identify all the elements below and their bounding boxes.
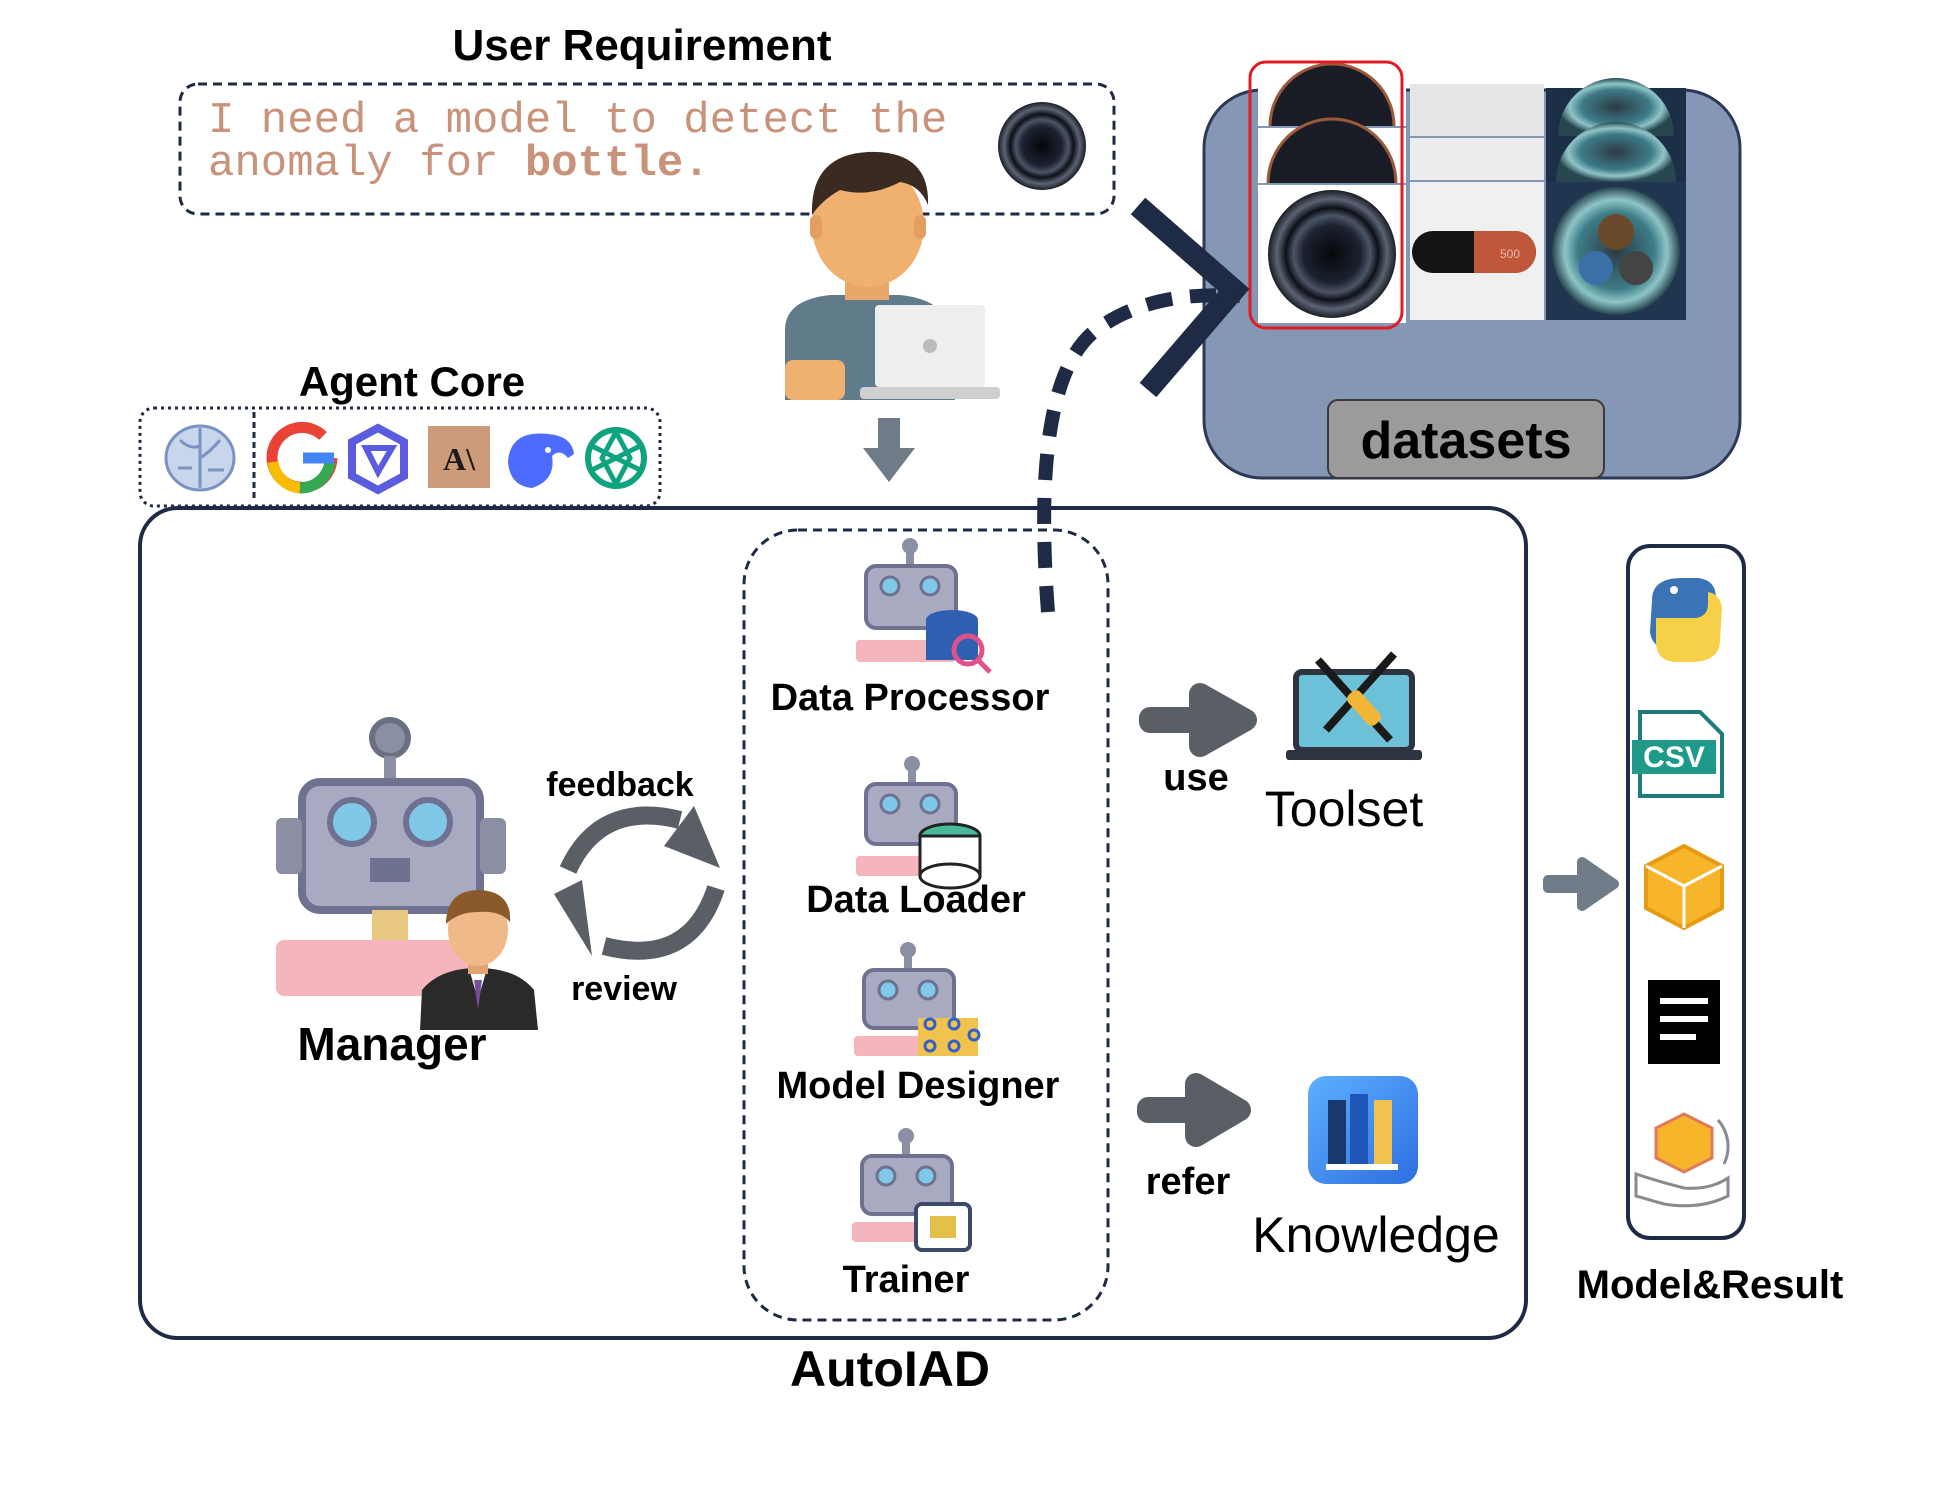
openai-icon: [585, 426, 647, 490]
python-icon: [1650, 578, 1722, 662]
review-arrow-icon: [554, 880, 592, 956]
manager-robot-icon: [276, 717, 506, 996]
feedback-arrow-icon: [664, 806, 720, 868]
brain-circuit-icon: [164, 424, 236, 492]
selected-bottle-highlight: [1248, 60, 1404, 330]
cable-dataset-images: [1546, 78, 1686, 320]
datasets-label-box: [1327, 399, 1605, 479]
toolset-laptop-icon: [1286, 651, 1422, 760]
requirement-line-1: I need a model to detect the: [208, 96, 947, 146]
agent-label-data-processor: Data Processor: [771, 677, 1050, 719]
feedback-label: feedback: [546, 766, 693, 804]
user-requirement-title: User Requirement: [452, 21, 831, 70]
deploy-hand-icon: [1634, 1112, 1730, 1208]
use-arrow-icon: [1139, 683, 1257, 757]
agent-core-title: Agent Core: [299, 358, 525, 405]
model-designer-robot-icon: [854, 942, 981, 1056]
model-cube-icon: [1644, 843, 1724, 931]
knowledge-books-icon: [1308, 1076, 1418, 1184]
manager-person-icon: [420, 890, 538, 1030]
use-label: use: [1163, 757, 1228, 799]
document-icon: [1648, 980, 1720, 1064]
requirement-line-2: anomaly for bottle.: [208, 139, 710, 189]
chevron-connector-icon: [1130, 197, 1250, 398]
refer-arrow-icon: [1137, 1073, 1251, 1147]
trainer-robot-icon: [852, 1128, 972, 1252]
manager-label: Manager: [297, 1018, 486, 1070]
toolset-label: Toolset: [1265, 781, 1424, 837]
model-result-box: [1626, 544, 1746, 1240]
model-result-title: Model&Result: [1577, 1263, 1844, 1307]
csv-label: CSV: [1643, 741, 1705, 774]
anthropic-icon: A\: [428, 426, 490, 488]
knowledge-label: Knowledge: [1252, 1207, 1499, 1263]
bottle-sample-icon: [998, 102, 1086, 190]
review-arc: [601, 885, 725, 960]
agent-label-model-designer: Model Designer: [777, 1065, 1060, 1107]
result-arrow-icon: [1543, 857, 1619, 911]
arrow-down-icon: [863, 418, 915, 482]
user-person-icon: [785, 151, 1000, 400]
data-processor-robot-icon: [856, 538, 992, 674]
agent-label-data-loader: Data Loader: [806, 879, 1026, 921]
capsule-dataset-images: 500: [1410, 84, 1544, 320]
data-access-dashed-connector: [1037, 288, 1241, 613]
review-label: review: [571, 970, 677, 1008]
datasets-label: datasets: [1361, 412, 1572, 470]
refer-label: refer: [1146, 1161, 1231, 1203]
deepseek-icon: [508, 433, 574, 488]
bottle-dataset-images: [1258, 62, 1406, 323]
svg-text:A\: A\: [443, 441, 476, 477]
qwen-icon: [348, 423, 408, 495]
google-icon: [266, 421, 338, 494]
svg-text:500: 500: [1500, 247, 1520, 261]
autoiad-title: AutoIAD: [790, 1341, 990, 1397]
autoiad-box: [138, 506, 1528, 1340]
agent-core-box: [138, 406, 662, 508]
csv-file-icon: CSV: [1632, 710, 1724, 798]
agents-group-box: [742, 528, 1110, 1322]
agent-label-trainer: Trainer: [843, 1259, 970, 1301]
feedback-arc: [559, 806, 683, 874]
data-loader-robot-icon: [856, 756, 982, 890]
